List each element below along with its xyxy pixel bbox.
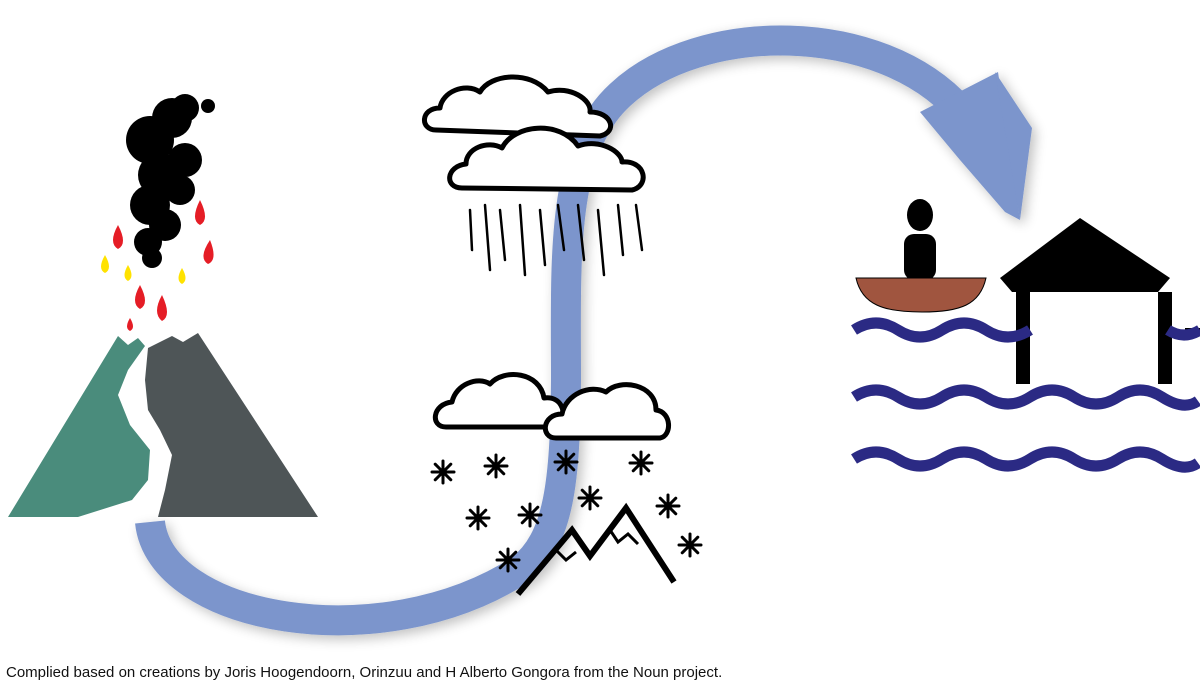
snowflake-icon <box>430 459 456 485</box>
snowflake-icon <box>517 502 543 528</box>
volcano-right-slope <box>145 333 318 517</box>
lava-drops-icon <box>101 200 214 331</box>
flood-icon <box>851 199 1200 473</box>
snowflake-icon <box>483 453 509 479</box>
snowflake-icon <box>628 450 654 476</box>
snowflakes <box>430 449 703 573</box>
house-icon <box>1000 218 1200 384</box>
credit-text: Complied based on creations by Joris Hoo… <box>6 664 723 681</box>
rain-drops <box>468 203 644 277</box>
snow-mountain-icon <box>430 372 703 596</box>
ash-cloud-icon <box>126 94 215 268</box>
cycle-arrow-icon <box>135 25 1032 636</box>
snowflake-icon <box>677 532 703 558</box>
flood-waves <box>851 317 1200 473</box>
snowflake-icon <box>495 547 521 573</box>
rain-cloud-icon <box>422 74 646 277</box>
snowflake-icon <box>553 449 579 475</box>
snowflake-icon <box>577 485 603 511</box>
volcano-left-slope <box>8 336 150 517</box>
snowflake-icon <box>655 493 681 519</box>
boat-person-icon <box>855 199 987 313</box>
volcano-icon <box>8 94 318 517</box>
snowflake-icon <box>465 505 491 531</box>
